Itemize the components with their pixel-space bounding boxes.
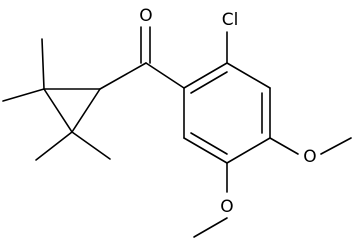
bond-oxygen-5-to-methyl bbox=[193, 217, 228, 238]
bond-ring-c5-c6-inner bbox=[190, 132, 228, 155]
bond-ring-c2-c3 bbox=[226, 62, 271, 89]
atom-label-oxygen-methoxy-4: O bbox=[303, 147, 316, 167]
bond-carbonyl-to-ring bbox=[145, 62, 185, 89]
bond-cyclopropyl-c1-to-c2 bbox=[43, 88, 73, 133]
bond-methyl-c2-left bbox=[35, 131, 73, 161]
bond-methyl-c1-left bbox=[2, 88, 45, 102]
atom-label-oxygen-methoxy-5: O bbox=[220, 197, 233, 217]
atom-label-chlorine: Cl bbox=[222, 10, 239, 30]
bond-ring-c1-c2-inner bbox=[190, 71, 228, 94]
bond-cyclopropyl-ch-to-c2 bbox=[71, 88, 101, 133]
bond-methyl-c1-top bbox=[41, 38, 45, 90]
bond-ring-to-oxygen-4 bbox=[269, 137, 299, 155]
bond-ring-c5-c6 bbox=[183, 137, 228, 164]
bond-ring-c1-c2 bbox=[183, 62, 228, 89]
bond-methyl-c2-right bbox=[71, 131, 111, 160]
bond-carbonyl-to-cyclopropyl bbox=[99, 62, 147, 90]
bond-ring-c4-c5 bbox=[226, 137, 271, 164]
atom-label-oxygen-carbonyl: O bbox=[139, 6, 152, 26]
bond-oxygen-4-to-methyl bbox=[320, 137, 352, 155]
